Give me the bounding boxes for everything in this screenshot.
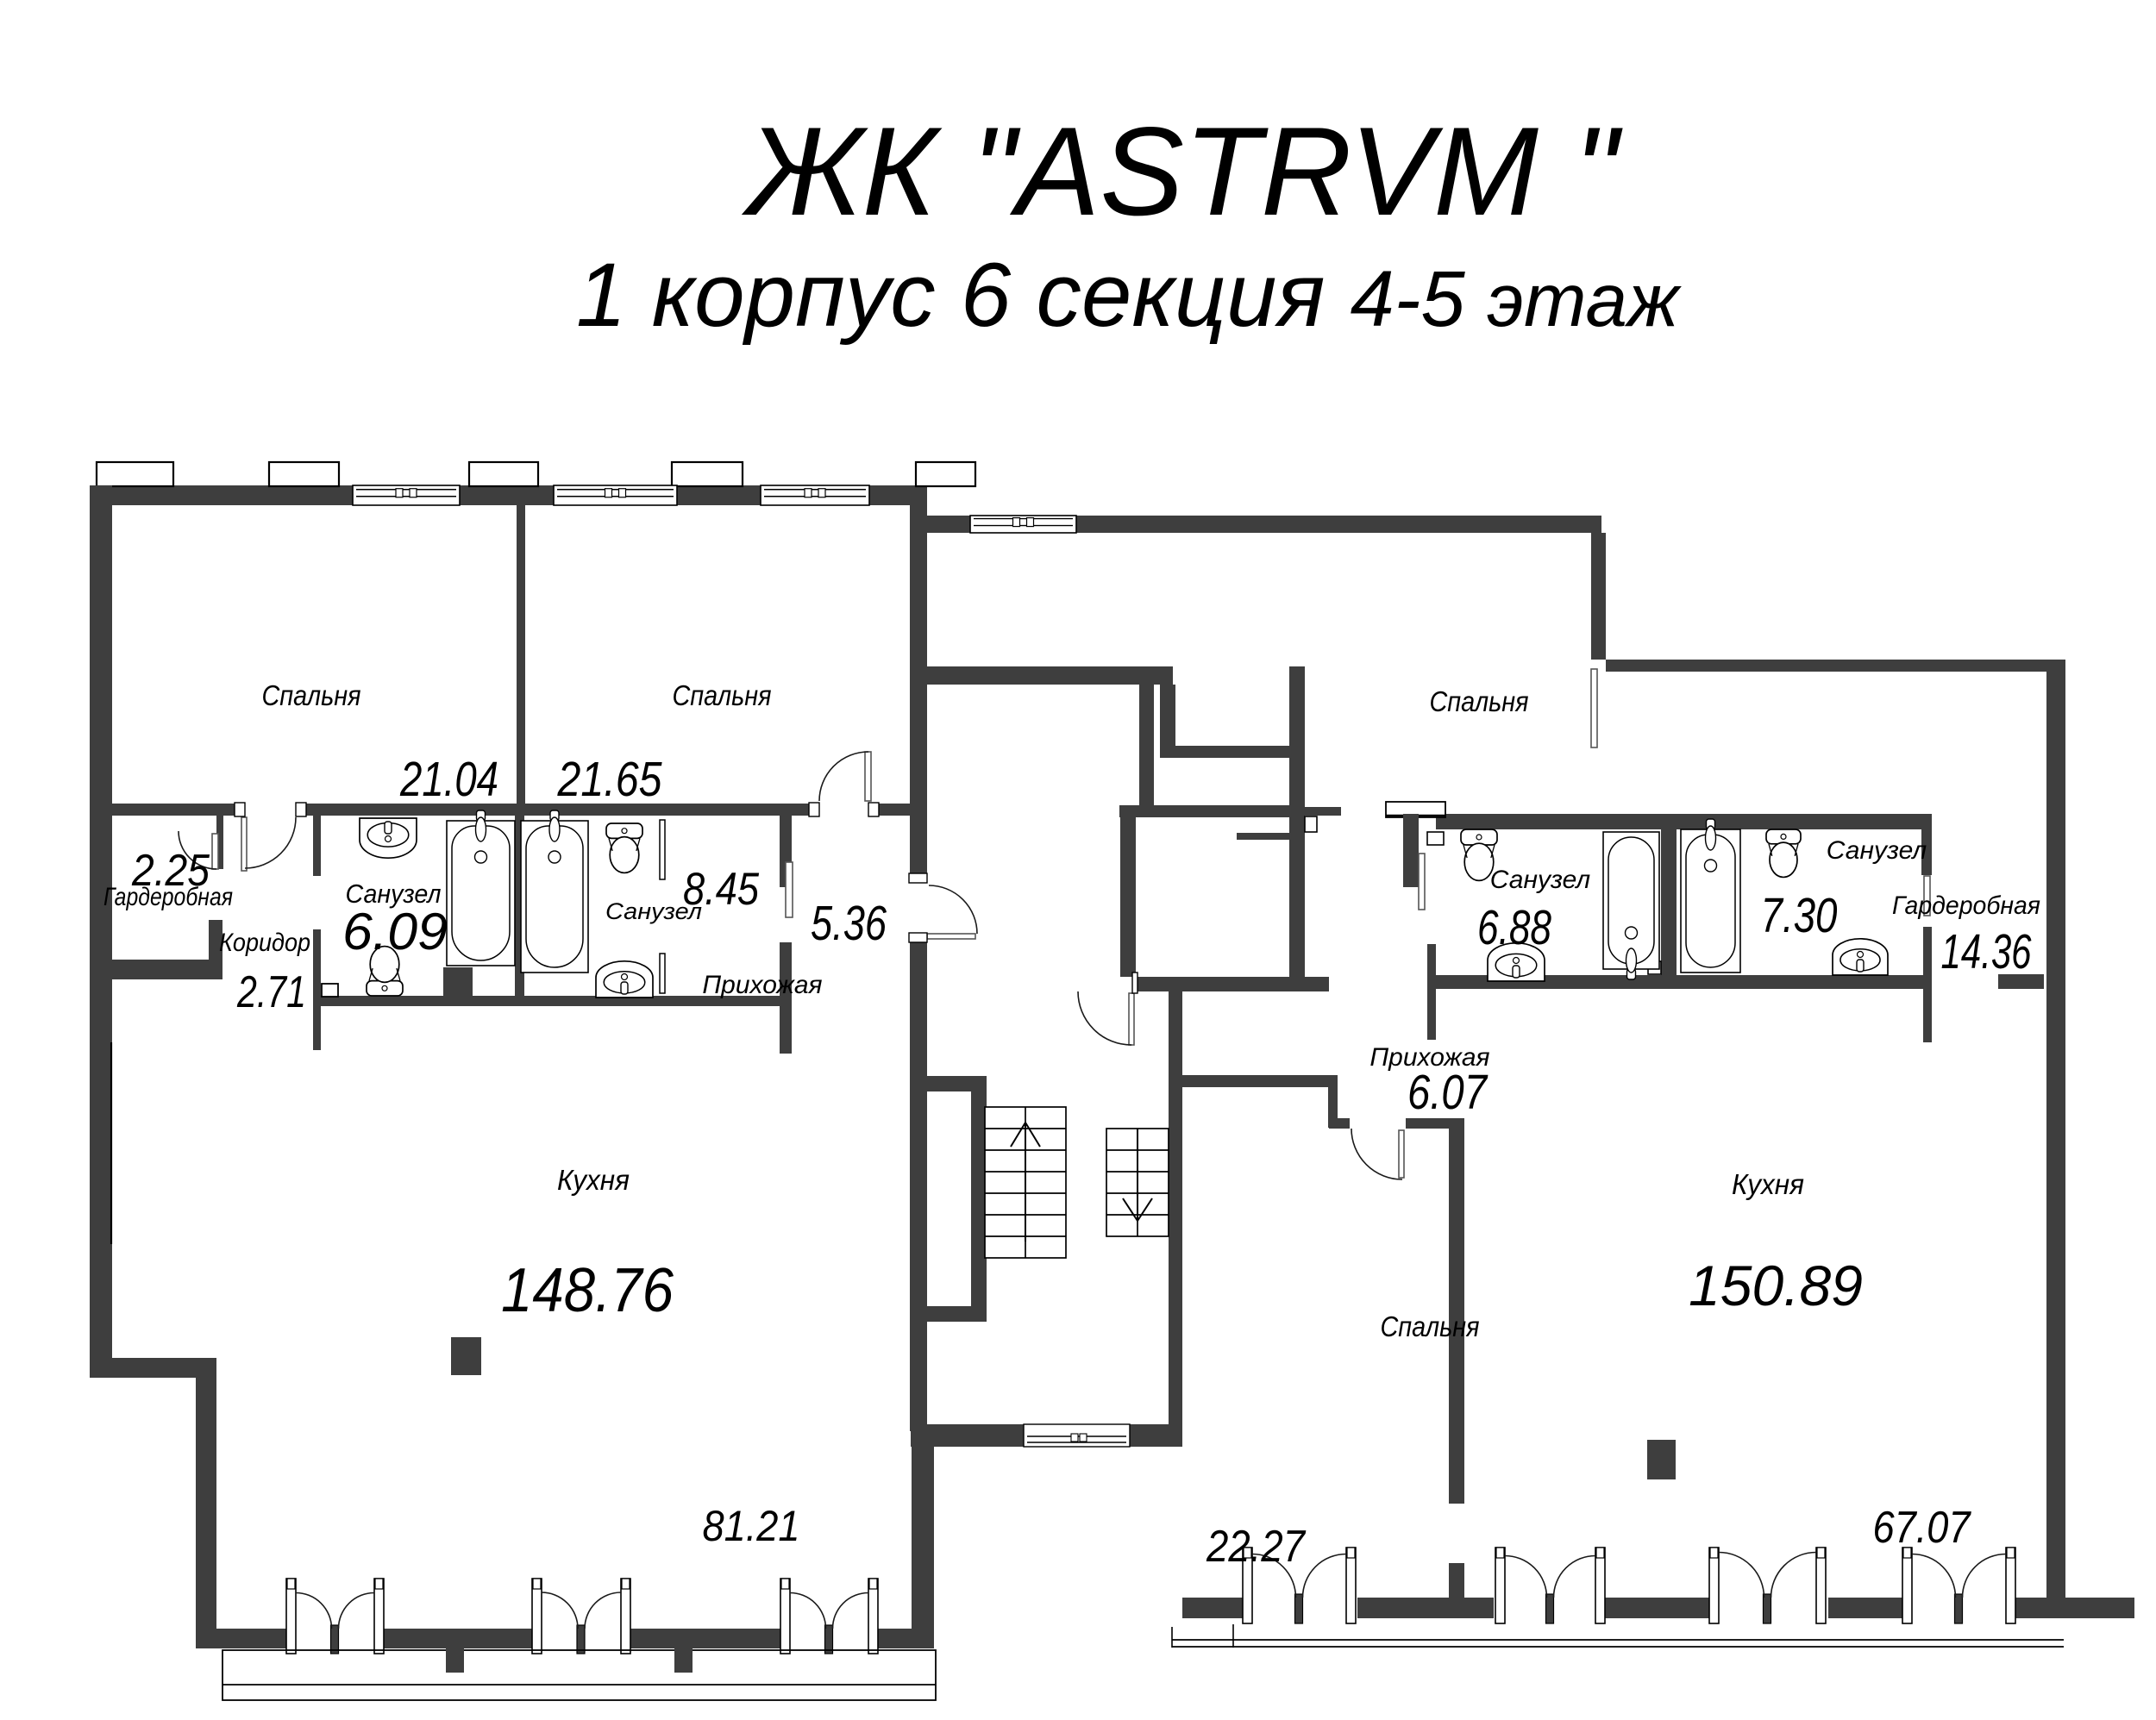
svg-text:2.25: 2.25 [131, 846, 210, 896]
svg-text:81.21: 81.21 [703, 1502, 800, 1550]
svg-text:Санузел: Санузел [1490, 866, 1590, 894]
svg-text:Спальня: Спальня [1381, 1310, 1480, 1342]
svg-text:Санузел: Санузел [605, 898, 702, 924]
svg-text:6.07: 6.07 [1407, 1065, 1489, 1120]
svg-text:7.30: 7.30 [1761, 888, 1838, 943]
svg-text:21.65: 21.65 [557, 752, 662, 807]
svg-text:5.36: 5.36 [811, 896, 887, 951]
svg-text:Спальня: Спальня [262, 679, 361, 711]
svg-text:Гардеробная: Гардеробная [1892, 891, 2040, 920]
svg-text:Прихожая: Прихожая [702, 971, 822, 999]
svg-text:Прихожая: Прихожая [1369, 1043, 1489, 1072]
svg-text:150.89: 150.89 [1689, 1254, 1863, 1317]
svg-text:14.36: 14.36 [1941, 924, 2032, 979]
svg-text:2.71: 2.71 [236, 967, 306, 1017]
svg-text:Кухня: Кухня [1732, 1168, 1804, 1200]
svg-text:22.27: 22.27 [1206, 1522, 1307, 1572]
svg-text:Гардеробная: Гардеробная [103, 883, 233, 911]
svg-text:6.09: 6.09 [342, 903, 448, 960]
svg-text:Коридор: Коридор [219, 929, 310, 957]
svg-text:1 корпус 6 секция 4-5 этаж: 1 корпус 6 секция 4-5 этаж [576, 245, 1682, 346]
svg-text:ЖК "ASTRVM ": ЖК "ASTRVM " [742, 101, 1624, 241]
svg-text:Санузел: Санузел [346, 879, 442, 909]
svg-text:Спальня: Спальня [673, 679, 772, 711]
svg-text:21.04: 21.04 [399, 752, 498, 807]
svg-text:67.07: 67.07 [1873, 1503, 1972, 1553]
svg-text:Санузел: Санузел [1827, 836, 1927, 865]
svg-text:8.45: 8.45 [683, 864, 759, 915]
svg-text:Спальня: Спальня [1430, 685, 1529, 717]
svg-text:148.76: 148.76 [501, 1256, 674, 1325]
svg-text:6.88: 6.88 [1477, 900, 1551, 955]
svg-text:Кухня: Кухня [557, 1164, 630, 1196]
